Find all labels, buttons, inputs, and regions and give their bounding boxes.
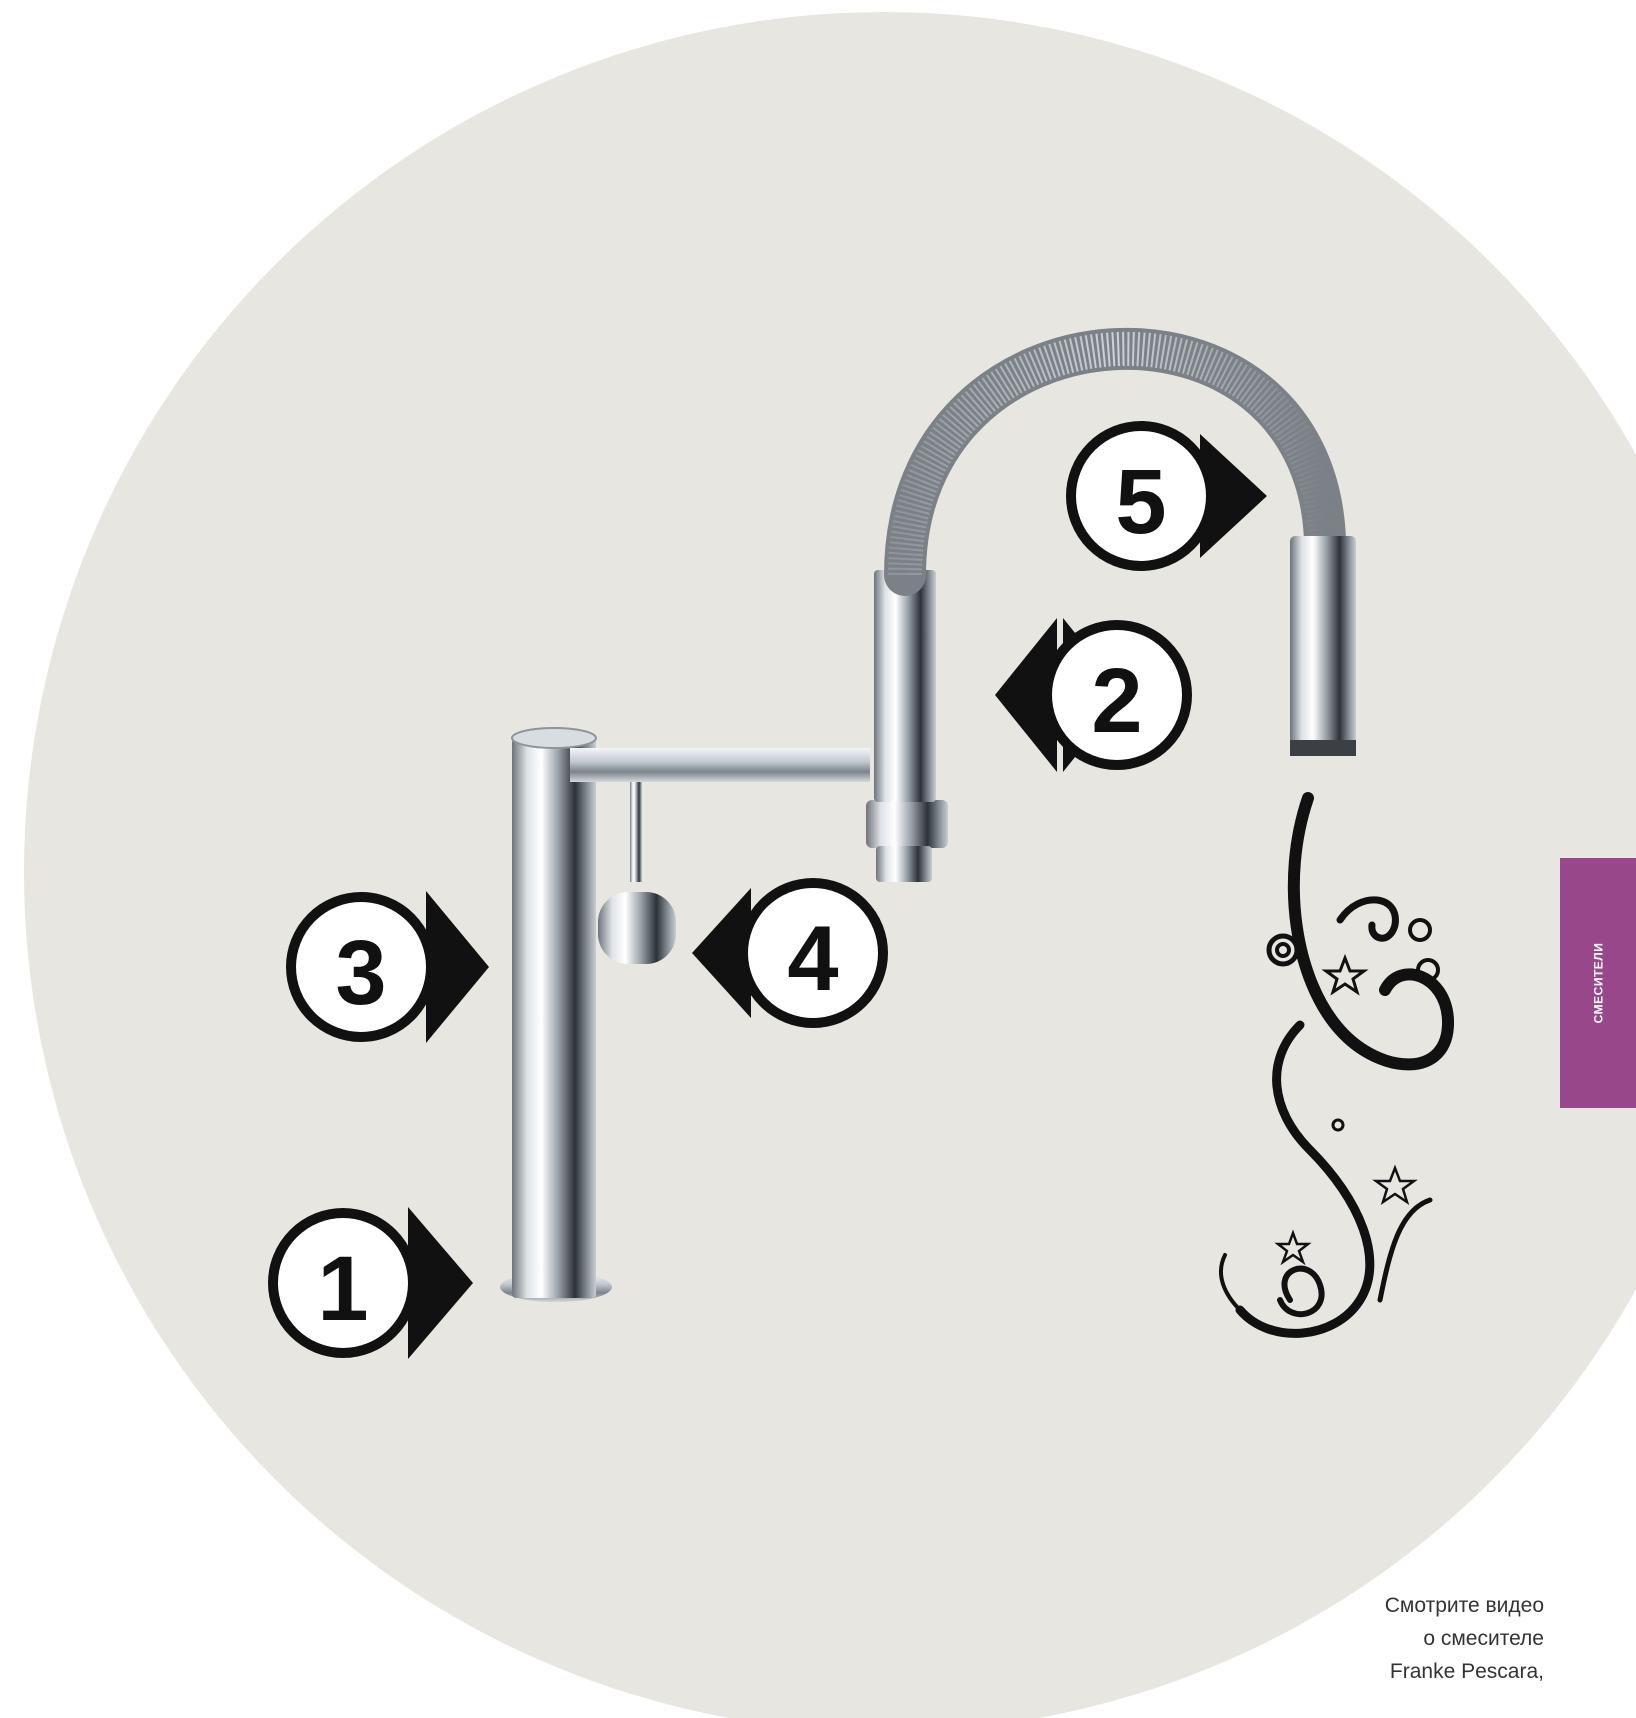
callout-number: 2 bbox=[1091, 650, 1142, 752]
callout-3: 3 bbox=[291, 891, 489, 1043]
decorative-swirl-ornament bbox=[1221, 798, 1448, 1333]
callout-number: 1 bbox=[317, 1238, 368, 1340]
section-tab-label: СМЕСИТЕЛИ bbox=[1591, 943, 1605, 1024]
callout-1: 1 bbox=[273, 1207, 473, 1359]
video-caption: Смотрите видео о смесителе Franke Pescar… bbox=[1244, 1589, 1544, 1688]
caption-line: Franke Pescara, bbox=[1244, 1655, 1544, 1688]
callout-number: 3 bbox=[335, 922, 386, 1024]
section-tab[interactable]: СМЕСИТЕЛИ bbox=[1560, 858, 1636, 1108]
faucet-lever bbox=[598, 892, 676, 964]
faucet-column bbox=[512, 738, 596, 1298]
faucet-holder bbox=[874, 570, 936, 802]
faucet-column-top bbox=[512, 728, 596, 748]
faucet-joint-lower bbox=[876, 846, 932, 882]
callout-4: 4 bbox=[692, 883, 883, 1023]
callout-number: 4 bbox=[787, 908, 838, 1010]
callout-number: 5 bbox=[1115, 451, 1166, 553]
faucet-arm bbox=[570, 748, 870, 782]
callout-2: 2 bbox=[995, 618, 1187, 772]
star-icon bbox=[1326, 958, 1364, 992]
caption-line: о смесителе bbox=[1244, 1622, 1544, 1655]
faucet-rod bbox=[630, 782, 642, 882]
faucet-spray-head bbox=[1290, 536, 1356, 754]
callout-5: 5 bbox=[1071, 426, 1267, 566]
star-icon bbox=[1278, 1233, 1308, 1262]
caption-line: Смотрите видео bbox=[1244, 1589, 1544, 1622]
star-icon bbox=[1376, 1168, 1414, 1202]
faucet-joint bbox=[866, 800, 948, 848]
faucet-spray-nozzle bbox=[1290, 740, 1356, 756]
